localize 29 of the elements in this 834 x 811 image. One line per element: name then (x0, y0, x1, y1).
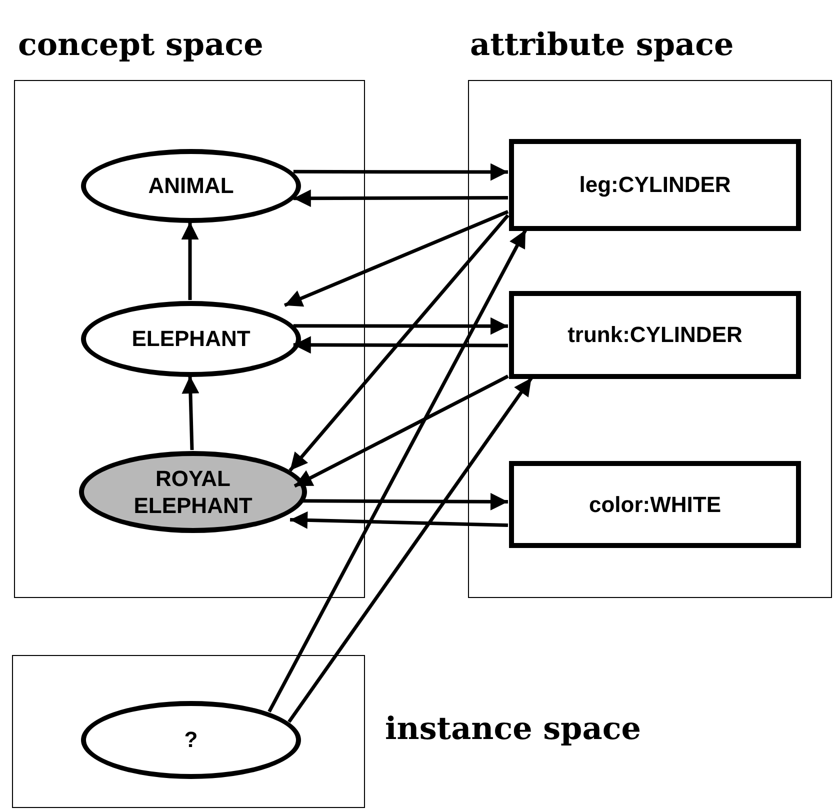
arrow (288, 377, 533, 723)
arrow (293, 190, 508, 208)
arrow (301, 492, 508, 510)
node-label: ANIMAL (148, 172, 234, 200)
attribute-box (509, 291, 801, 379)
arrow (182, 376, 200, 450)
panel-heading: concept space (18, 27, 264, 63)
node-label: ROYAL ELEPHANT (133, 464, 253, 520)
node-label: leg:CYLINDER (579, 171, 731, 199)
node-label: trunk:CYLINDER (568, 321, 742, 349)
panel-frame (12, 655, 365, 808)
arrow (293, 336, 508, 354)
arrow (284, 210, 509, 307)
arrow (288, 214, 510, 472)
node-label: ELEPHANT (132, 325, 250, 353)
attribute-box (509, 461, 801, 548)
panel-heading: instance space (385, 711, 641, 747)
node-label: ? (184, 726, 198, 754)
arrow (290, 511, 508, 529)
arrow (268, 229, 528, 713)
attribute-box (509, 139, 801, 231)
node-label: color:WHITE (589, 490, 721, 518)
arrow (294, 374, 509, 488)
panel-heading: attribute space (470, 27, 734, 63)
arrow (293, 163, 508, 181)
panel-frame (468, 80, 832, 598)
arrow (293, 317, 508, 335)
arrow (181, 222, 199, 300)
panel-frame (14, 80, 365, 598)
